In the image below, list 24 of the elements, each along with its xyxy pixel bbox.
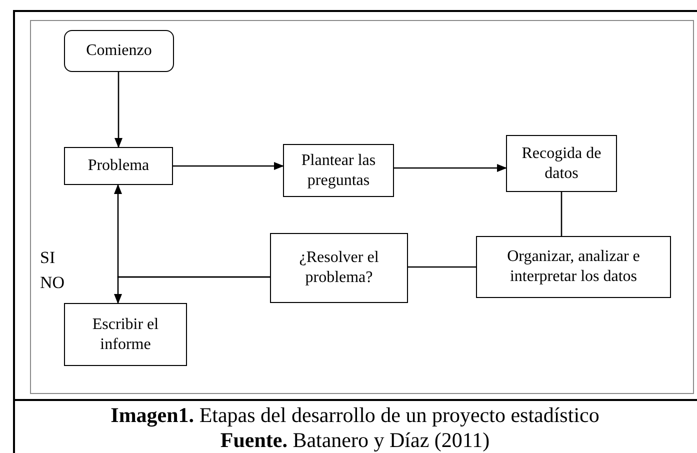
box-label: Problema [88,156,150,176]
branch-label: NO [40,273,65,293]
arrow [114,72,122,148]
box-label: Plantear las preguntas [300,150,377,190]
source-note: Fuente. Batanero y Díaz (2011) [219,428,491,453]
box-label: Recogida de datos [520,144,602,184]
process-box [476,236,671,298]
connector-line [408,266,476,268]
box-label: ¿Resolver el problema? [298,248,380,288]
connector-line [560,192,562,236]
process-box [64,147,173,185]
arrow [394,164,507,172]
process-box [64,303,187,366]
box-label: Organizar, analizar e interpretar los datos [506,247,641,287]
start-box [64,30,174,72]
caption: Imagen1. Etapas del desarrollo de un proyecto estadístico [110,403,600,428]
box-label: Comienzo [86,41,152,61]
box-label: Escribir el informe [91,314,160,354]
arrow [173,162,284,170]
process-box [283,144,394,197]
branch-label: SI [40,248,56,268]
arrow [114,276,270,304]
process-box [506,135,617,192]
decision-box [270,233,408,303]
